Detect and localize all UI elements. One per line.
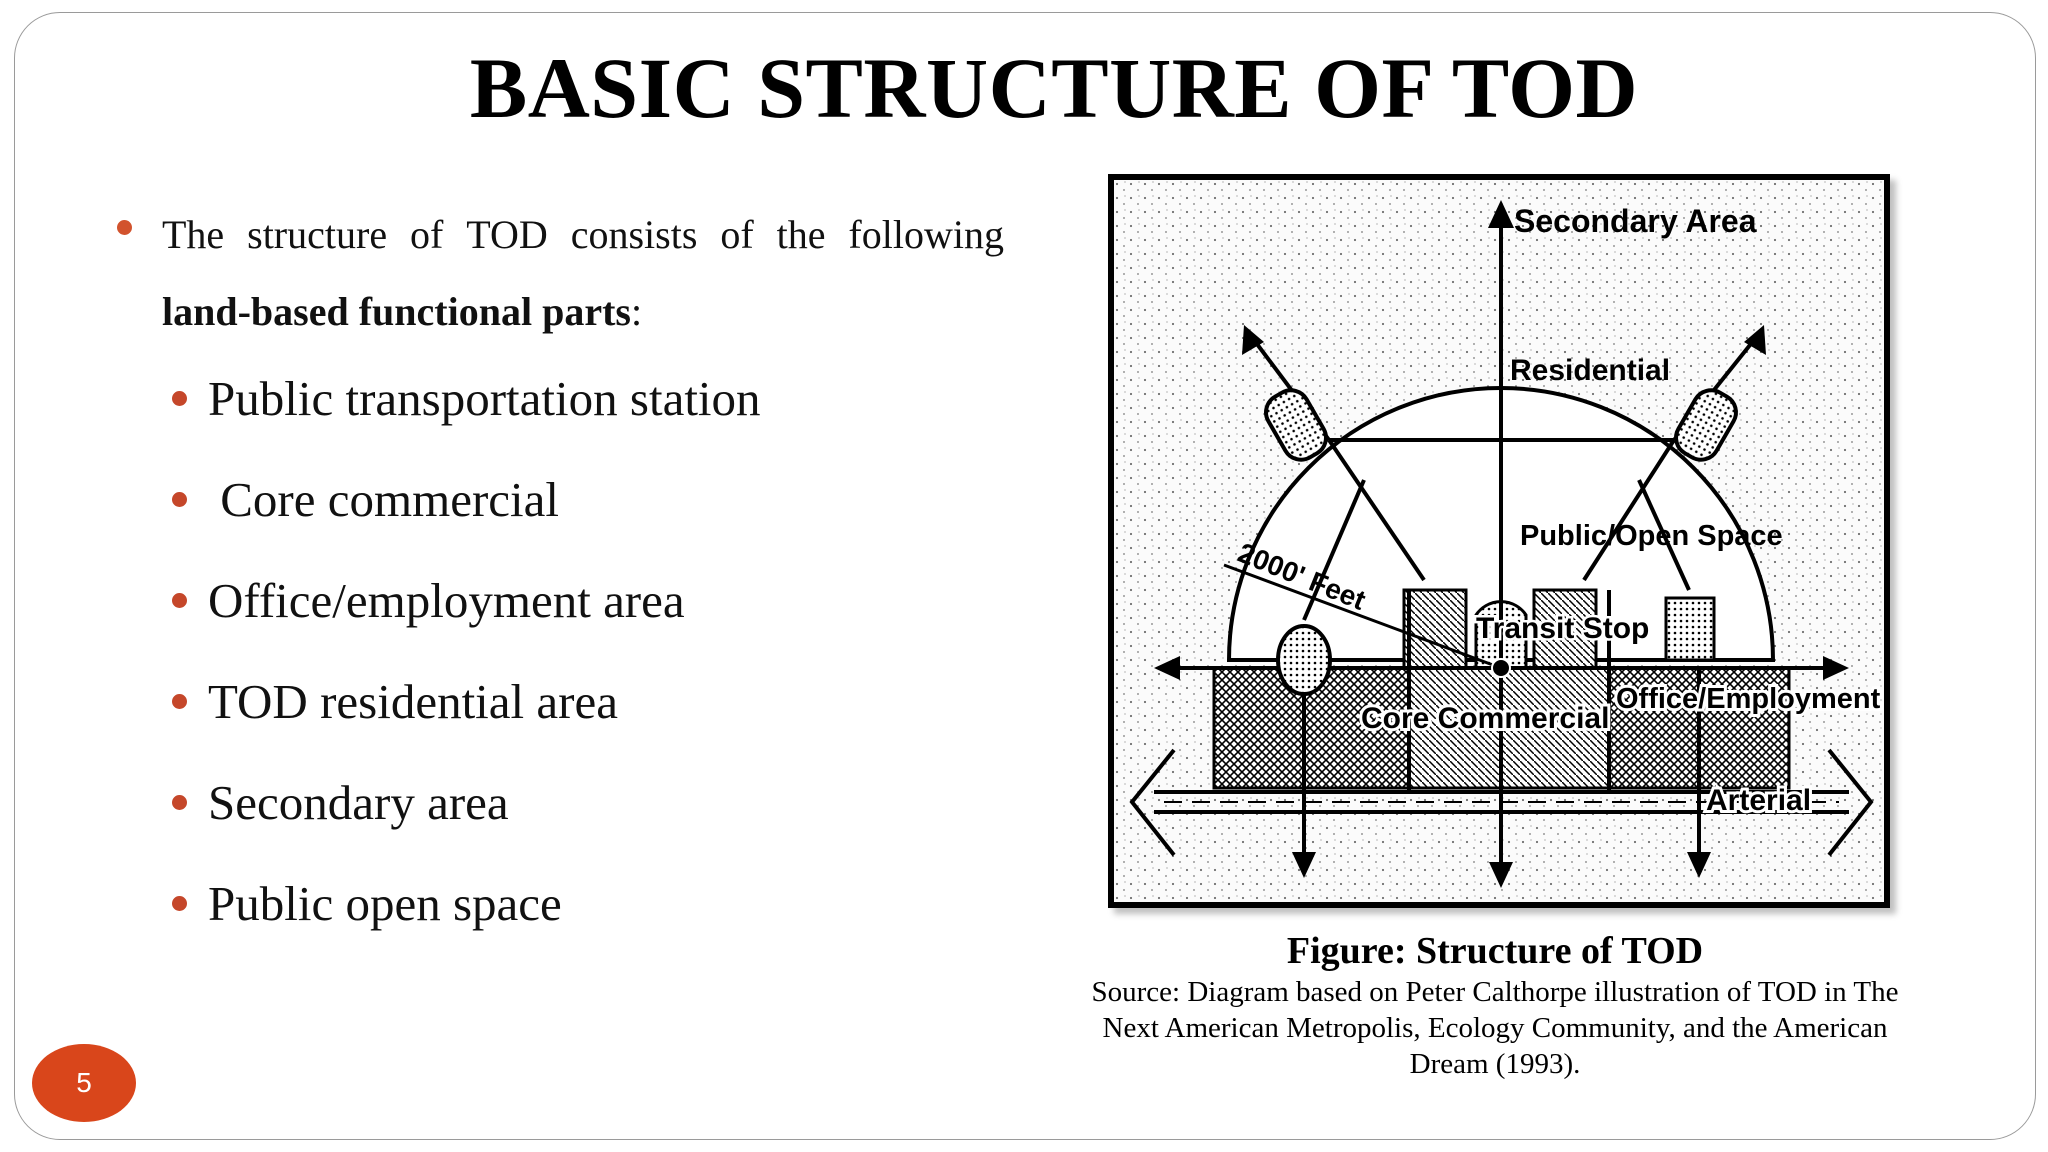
page-number-badge: 5 [32,1044,136,1122]
label-arterial: Arterial [1706,784,1811,817]
intro-text: The structure of TOD consists of the fol… [162,196,1004,350]
label-transit-stop: Transit Stop [1476,612,1649,645]
bullet-icon [172,896,187,911]
list-item-label: Public open space [208,876,562,931]
intro-bold: land-based functional parts [162,289,631,334]
list-item: Public open space [172,871,1072,972]
commercial-block-upper-right [1532,588,1598,670]
list-item: Core commercial [172,467,1072,568]
bullet-icon [172,694,187,709]
intro-word: of [720,212,754,257]
park-node-right [1674,388,1738,462]
label-public-open-space: Public/Open Space [1520,520,1783,552]
park-node-left [1264,388,1328,462]
transit-stop-icon [1491,658,1511,678]
intro-suffix: : [630,289,643,334]
intro-line-1: The structure of TOD consists of the fol… [162,196,1004,273]
list-item-label: Public transportation station [208,371,761,426]
caption-title: Figure: Structure of TOD [1286,930,1704,972]
intro-line-2: land-based functional parts: [162,273,1004,350]
intro-word: consists [570,212,698,257]
tod-diagram: Secondary Area Residential Public/Open S… [1108,174,1890,908]
slide-title: BASIC STRUCTURE OF TOD [469,40,1639,136]
street-arrows [1154,200,1849,888]
functional-parts-list: Public transportation station Core comme… [172,366,1072,972]
radius-line [1223,563,1502,670]
bullet-icon [172,593,187,608]
label-secondary-area: Secondary Area [1514,203,1757,239]
commercial-block-upper-left [1402,588,1468,670]
caption-source: Source: Diagram based on Peter Calthorpe… [1091,976,1899,1080]
bullet-icon [172,795,187,810]
tod-diagram-svg: Secondary Area Residential Public/Open S… [1114,180,1884,902]
bullet-icon [172,391,187,406]
park-node-lower [1276,624,1332,696]
arterial-road [1129,748,1874,857]
intro-word: following [848,212,1004,257]
figure-caption: Figure: Structure of TOD Source: Diagram… [1070,928,1920,1082]
list-item: TOD residential area [172,669,1072,770]
label-residential: Residential [1510,354,1670,387]
list-item-label: TOD residential area [208,674,618,729]
label-core-commercial: Core Commercial [1361,702,1609,735]
bullet-icon [172,492,187,507]
list-item-label: Core commercial [208,472,560,527]
list-item: Office/employment area [172,568,1072,669]
intro-word: The [162,212,225,257]
intro-word: of [410,212,444,257]
intro-word: structure [247,212,388,257]
intro-bullet [117,220,132,235]
intro-word: the [776,212,826,257]
list-item-label: Secondary area [208,775,509,830]
label-office-employment: Office/Employment [1616,683,1881,715]
public-open-space-block [1664,596,1716,662]
list-item: Public transportation station [172,366,1072,467]
list-item: Secondary area [172,770,1072,871]
list-item-label: Office/employment area [208,573,685,628]
intro-word: TOD [466,212,548,257]
